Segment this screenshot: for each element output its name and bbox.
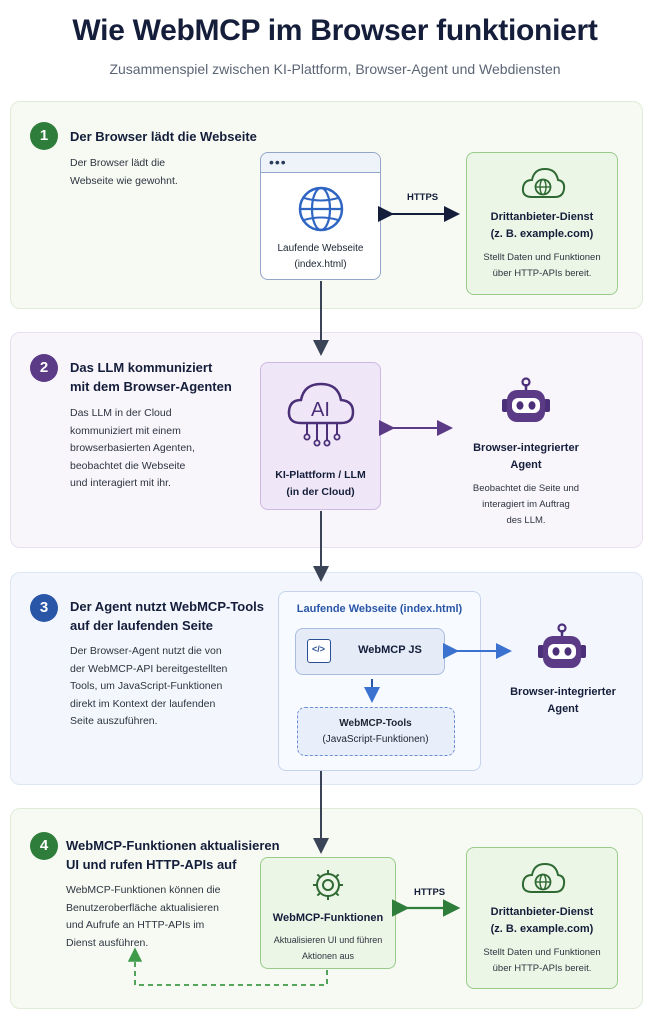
step-3-title: Der Agent nutzt WebMCP-Tools auf der lau… — [70, 599, 265, 633]
webmcp-tools-box: WebMCP-Tools (JavaScript-Funktionen) — [297, 707, 455, 756]
ai-icon-text: AI — [311, 399, 330, 421]
page-subtitle: Zusammenspiel zwischen KI-Plattform, Bro… — [109, 61, 561, 77]
cloud-globe-icon — [521, 167, 566, 198]
robot-icon — [502, 377, 550, 422]
webmcp-functions-desc: Aktualisieren UI und führen Aktionen aus — [273, 935, 383, 961]
step-4-badge: 4 — [30, 832, 58, 860]
browser-window: ••• Laufende Webseite (index.html) — [260, 152, 381, 280]
third-party-desc-1: Stellt Daten und Funktionen über HTTP-AP… — [483, 252, 601, 279]
step-2-title: Das LLM kommuniziert mit dem Browser-Age… — [70, 360, 232, 394]
third-party-desc-4: Stellt Daten und Funktionen über HTTP-AP… — [483, 947, 601, 974]
webmcp-functions-title: WebMCP-Funktionen — [272, 912, 384, 924]
https-label-4: HTTPS — [414, 887, 446, 898]
step-2-badge: 2 — [30, 354, 58, 382]
running-page-panel-title: Laufende Webseite (index.html) — [296, 603, 463, 615]
browser-window-label: Laufende Webseite (index.html) — [277, 243, 364, 270]
webmcp-js-box: </> WebMCP JS — [295, 628, 445, 675]
step-2-desc: Das LLM in der Cloud kommuniziert mit ei… — [70, 407, 195, 489]
third-party-service-4: Drittanbieter-Dienst (z. B. example.com)… — [466, 847, 618, 989]
step-1-desc: Der Browser lädt die Webseite wie gewohn… — [70, 157, 178, 187]
third-party-service-1: Drittanbieter-Dienst (z. B. example.com)… — [466, 152, 618, 295]
browser-titlebar: ••• — [261, 153, 380, 173]
ai-platform-label: KI-Plattform / LLM (in der Cloud) — [275, 469, 366, 498]
code-icon: </> — [307, 639, 331, 663]
step-1-title: Der Browser lädt die Webseite — [70, 129, 257, 144]
window-dots-icon: ••• — [269, 154, 287, 170]
globe-icon — [298, 186, 344, 232]
cloud-globe-icon — [521, 862, 566, 893]
step-1-badge: 1 — [30, 122, 58, 150]
third-party-title-1: Drittanbieter-Dienst (z. B. example.com) — [490, 211, 594, 240]
agent-desc-2: Beobachtet die Seite und interagiert im … — [472, 483, 580, 526]
ai-platform-box: AI KI-Plattform / LLM (in der Cloud) — [260, 362, 381, 510]
https-label-1: HTTPS — [407, 192, 439, 203]
step-4-title: WebMCP-Funktionen aktualisieren UI und r… — [66, 838, 280, 872]
third-party-title-4: Drittanbieter-Dienst (z. B. example.com) — [490, 906, 594, 935]
webmcp-tools-label: WebMCP-Tools (JavaScript-Funktionen) — [322, 718, 429, 745]
webmcp-js-label: WebMCP JS — [358, 644, 422, 656]
robot-icon — [538, 623, 586, 668]
gear-icon — [313, 870, 343, 900]
ai-cloud-icon — [287, 382, 355, 447]
webmcp-functions-box: WebMCP-Funktionen Aktualisieren UI und f… — [260, 857, 396, 969]
agent-title-3: Browser-integrierter Agent — [510, 686, 616, 715]
page-title: Wie WebMCP im Browser funktioniert — [72, 14, 598, 47]
step-3-badge: 3 — [30, 594, 58, 622]
ui-update-dashed-arrow — [127, 947, 328, 986]
agent-title-2: Browser-integrierter Agent — [473, 442, 579, 471]
step-4-desc: WebMCP-Funktionen können die Benutzerobe… — [66, 884, 221, 949]
step-3-desc: Der Browser-Agent nutzt die von der WebM… — [70, 645, 228, 727]
